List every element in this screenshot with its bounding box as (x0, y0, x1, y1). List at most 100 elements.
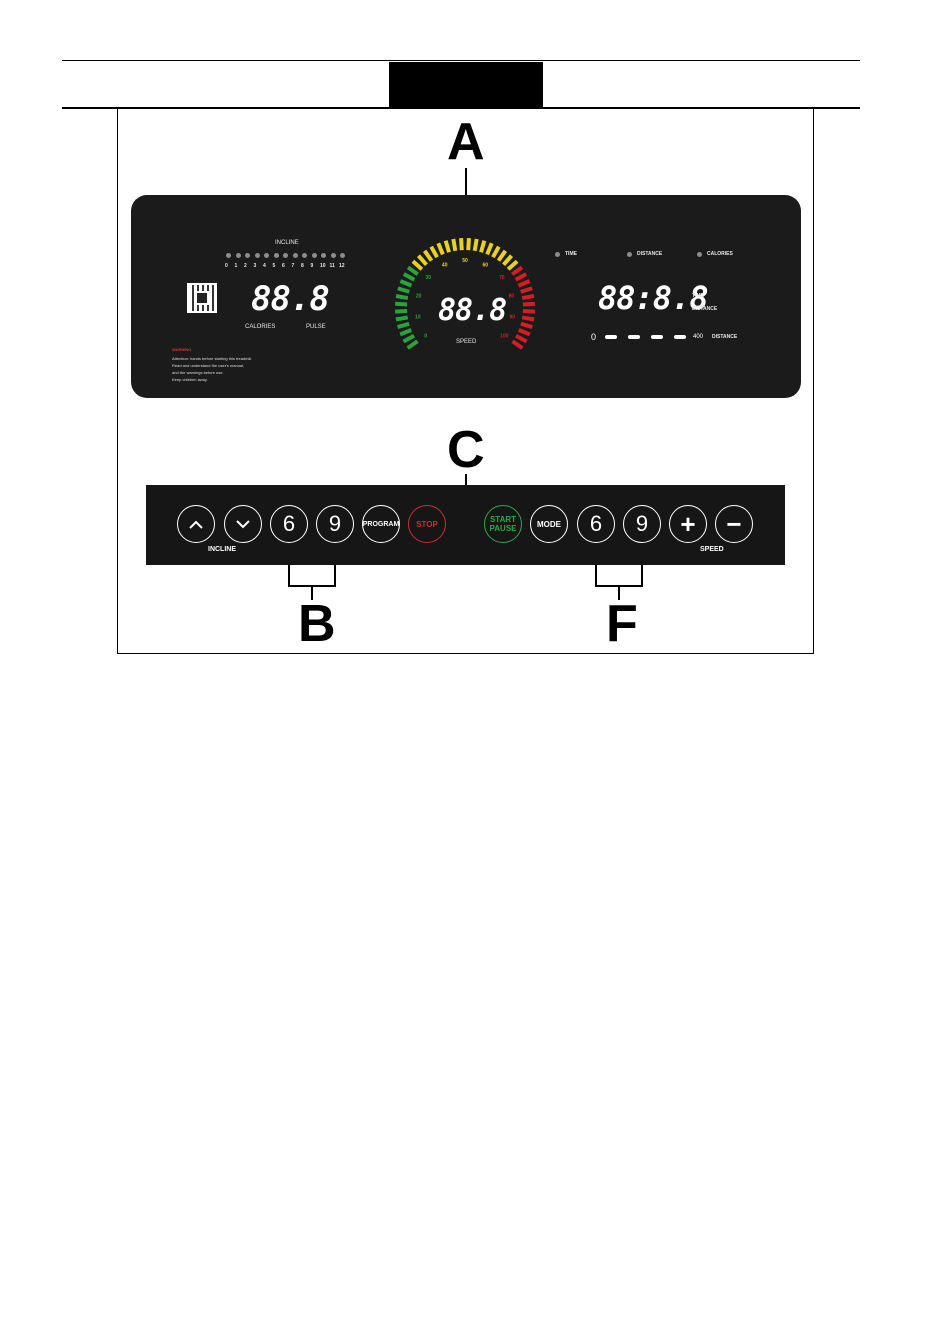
gauge-tick-label: 50 (462, 258, 468, 264)
gauge-segment (479, 240, 487, 253)
speed-quick-9-button[interactable]: 9 (623, 505, 661, 543)
plus-icon: + (680, 508, 696, 539)
incline-led (283, 253, 288, 258)
incline-scale-number: 1 (234, 263, 238, 269)
gauge-tick-label: 60 (483, 262, 489, 268)
gauge-tick-label: 70 (499, 275, 505, 281)
gauge-segment (521, 294, 535, 301)
mode-indicator-label: DISTANCE (637, 251, 663, 257)
gauge-segment (517, 328, 531, 337)
track-segment (651, 335, 663, 339)
track-distance-label: DISTANCE (712, 334, 738, 340)
warning-title: WARNING (172, 347, 192, 352)
distance-unit-label: DISTANCE (692, 306, 718, 312)
gauge-segment (443, 240, 451, 253)
gauge-segment (397, 321, 410, 329)
mode-button[interactable]: MODE (530, 505, 568, 543)
program-label: PROGRAM (362, 520, 400, 528)
incline-led (235, 253, 241, 258)
gauge-segment (511, 265, 524, 276)
gauge-segment (520, 286, 533, 294)
callout-b: B (298, 595, 336, 653)
incline-up-button[interactable] (177, 505, 215, 543)
speed-quick-6-button[interactable]: 6 (577, 505, 615, 543)
gauge-tick-label: 100 (500, 334, 509, 340)
gauge-segment (394, 308, 408, 314)
incline-keys-label: INCLINE (208, 546, 236, 553)
incline-quick-9-label: 9 (328, 511, 342, 536)
incline-led (311, 253, 317, 258)
gauge-segment (485, 242, 494, 256)
incline-led (264, 253, 269, 258)
warning-line: Read and understand the user's manual, (172, 363, 245, 368)
pause-label: PAUSE (489, 524, 517, 533)
gauge-segment (502, 254, 514, 267)
warning-line: and the warnings before use. (172, 370, 224, 375)
speed-label: SPEED (456, 339, 477, 345)
speed-keys-label: SPEED (700, 546, 724, 553)
gauge-tick-label: 80 (509, 294, 515, 300)
gauge-tick-label: 30 (425, 275, 431, 281)
gauge-segment (406, 339, 419, 350)
gauge-segment (459, 237, 464, 251)
program-button[interactable]: PROGRAM (362, 505, 400, 543)
incline-down-button[interactable] (224, 505, 262, 543)
gauge-tick-label: 20 (416, 294, 422, 300)
start-label: START (489, 515, 517, 524)
incline-scale-number: 10 (320, 263, 326, 269)
gauge-segment (402, 333, 416, 344)
incline-led (321, 253, 326, 258)
track-start: 0 (591, 332, 597, 342)
incline-scale-number: 0 (225, 263, 228, 269)
mode-indicator-label: CALORIES (707, 251, 733, 257)
speed-down-button[interactable]: − (715, 505, 753, 543)
callout-c: C (447, 421, 485, 479)
incline-scale-number: 3 (253, 263, 257, 269)
incline-scale-number: 2 (244, 263, 247, 269)
gauge-segment (416, 254, 428, 267)
warning-text: Attention: hands before starting this tr… (172, 355, 252, 383)
gauge-segment (496, 249, 508, 262)
speed-up-button[interactable]: + (669, 505, 707, 543)
gauge-segment (517, 279, 531, 288)
gauge-tick-label: 40 (442, 262, 448, 268)
gauge-segment (436, 242, 445, 256)
incline-quick-9-button[interactable]: 9 (316, 505, 354, 543)
gauge-segment (491, 245, 501, 259)
speed-readout: 88.8 (438, 293, 507, 328)
calories-pulse-readout: 88.8 (251, 279, 330, 319)
incline-led (226, 253, 231, 258)
incline-led (302, 253, 307, 258)
speed-quick-6-label: 6 (589, 511, 603, 536)
incline-led (330, 253, 336, 258)
gauge-tick-label: 0 (424, 334, 427, 340)
gauge-segment (402, 272, 416, 282)
gauge-segment (451, 238, 458, 252)
gauge-segment (422, 249, 434, 262)
incline-quick-6-button[interactable]: 6 (270, 505, 308, 543)
warning-line: Attention: hands before starting this tr… (172, 356, 253, 361)
gauge-segment (395, 315, 409, 322)
gauge-segment (522, 301, 535, 307)
stop-button[interactable]: STOP (408, 505, 446, 543)
pulse-label: PULSE (306, 324, 326, 330)
mode-indicator-led (697, 252, 702, 257)
gauge-segment (399, 279, 413, 288)
gauge-segment (466, 237, 471, 251)
gauge-tick-label: 10 (415, 314, 421, 320)
incline-title: INCLINE (275, 240, 299, 246)
incline-scale-number: 11 (329, 263, 335, 269)
qr-code-center (195, 291, 209, 305)
incline-led (254, 253, 260, 258)
track-segment (628, 335, 640, 339)
calories-label: CALORIES (245, 324, 276, 330)
console-display (131, 195, 801, 398)
gauge-segment (520, 321, 533, 329)
incline-quick-6-label: 6 (282, 511, 296, 536)
start-pause-button[interactable]: START PAUSE (484, 505, 522, 543)
callout-a-leader (465, 168, 467, 216)
gauge-segment (522, 308, 536, 314)
